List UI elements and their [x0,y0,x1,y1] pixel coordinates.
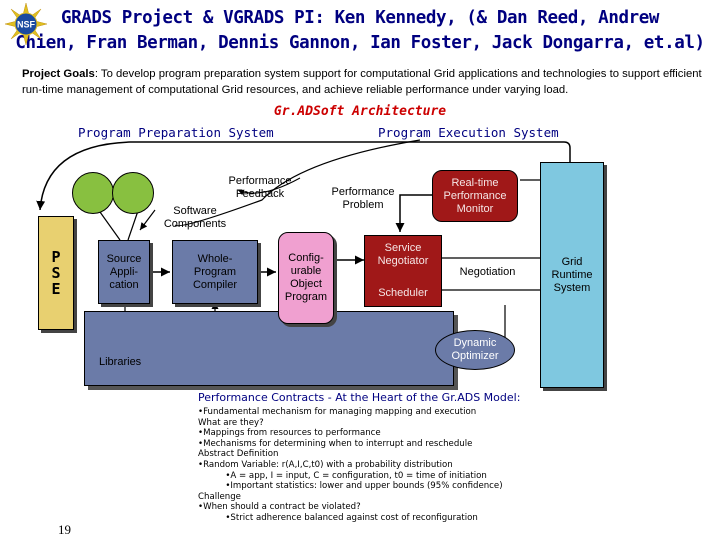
whole-program-compiler: Whole- Program Compiler [172,240,258,304]
contracts-line: •Important statistics: lower and upper b… [198,481,503,492]
dynamic-optimizer: Dynamic Optimizer [435,330,515,370]
section-program-execution: Program Execution System [378,125,559,140]
goals-text: : To develop program preparation system … [22,68,702,96]
slide-title: GRADS Project & VGRADS PI: Ken Kennedy, … [0,6,720,56]
configurable-object-program: Config- urable Object Program [278,232,334,324]
contracts-heading: Performance Contracts - At the Heart of … [198,391,521,404]
nsf-logo-icon: NSF [4,2,48,46]
title-line-1: GRADS Project & VGRADS PI: Ken Kennedy, … [60,8,660,28]
contracts-line: What are they? [198,417,264,428]
service-negotiator-scheduler: Service Negotiator Scheduler [364,235,442,307]
goals-label: Project Goals [22,68,95,80]
contracts-line: •Mechanisms for determining when to inte… [198,438,473,449]
contracts-line: •Strict adherence balanced against cost … [198,512,478,523]
contracts-line: •Fundamental mechanism for managing mapp… [198,407,477,417]
realtime-performance-monitor: Real-time Performance Monitor [432,170,518,222]
contracts-line: •A = app, I = input, C = configuration, … [198,470,487,481]
component-circle-2 [112,172,154,214]
libraries-label: Libraries [99,356,142,368]
title-line-2: Chien, Fran Berman, Dennis Gannon, Ian F… [15,33,705,53]
component-circle-1 [72,172,114,214]
page-number: 19 [58,522,71,537]
contracts-line: •When should a contract be violated? [198,502,361,513]
grid-runtime-system: Grid Runtime System [540,162,604,388]
pse-box: P S E [38,216,74,330]
libraries-box: Libraries [84,311,454,386]
performance-problem-label: Performance Problem [331,186,395,211]
section-program-preparation: Program Preparation System [78,125,274,140]
project-goals: Project Goals: To develop program prepar… [22,66,712,98]
performance-feedback-label: Performance Feedback [228,175,292,200]
service-negotiator: Service Negotiator [377,242,429,267]
scheduler: Scheduler [378,286,428,299]
svg-text:NSF: NSF [17,20,36,30]
contracts-line: •Random Variable: r(A,I,C,t0) with a pro… [198,459,453,470]
contracts-list: •Fundamental mechanism for managing mapp… [198,407,503,524]
negotiation-label: Negotiation [459,266,516,278]
contracts-line: •Mappings from resources to performance [198,428,381,439]
contracts-line: Abstract Definition [198,449,279,460]
source-application: Source Appli- cation [98,240,150,304]
contracts-line: Challenge [198,491,241,502]
architecture-title: Gr.ADSoft Architecture [273,104,447,119]
software-components-label: Software Components [163,205,227,230]
